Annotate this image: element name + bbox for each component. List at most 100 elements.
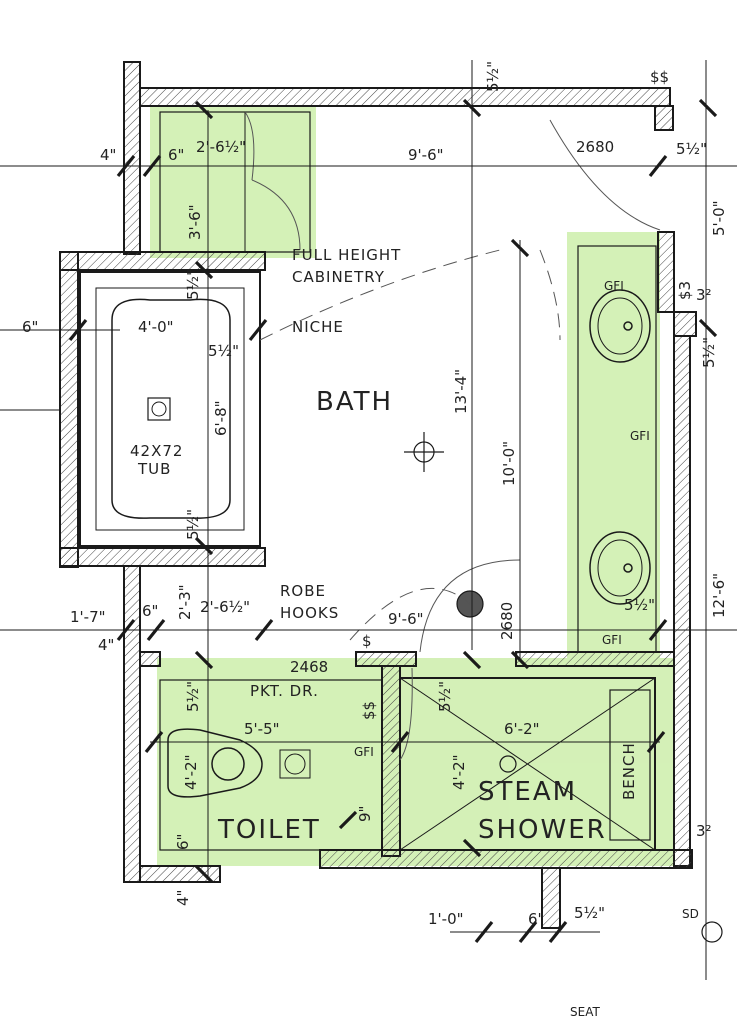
wall-mid-left [139, 651, 161, 667]
sink-upper [589, 289, 651, 363]
tick [68, 319, 88, 341]
note-gfi-1: GFI [604, 279, 624, 293]
tick [390, 731, 410, 753]
dim-1-7: 1'-7" [70, 608, 106, 626]
wall-bottom-mid [319, 849, 693, 869]
dim-4-bottom: 4" [174, 890, 192, 906]
tick [146, 619, 166, 641]
note-niche: NICHE [292, 318, 344, 336]
dim-6-toilet: 6" [174, 834, 192, 850]
toilet-room [159, 679, 383, 851]
swing-cab-2 [244, 111, 255, 181]
note-switch-3: $ [362, 632, 372, 650]
dimension-ticks [68, 98, 718, 943]
note-cabinetry-2: CABINETRY [292, 268, 385, 286]
wall-tub-top [59, 251, 266, 271]
sink-lower-inner [597, 539, 643, 597]
tick [254, 619, 274, 641]
wall-right-lower [673, 335, 691, 867]
tick [548, 921, 568, 943]
sink-lower [589, 531, 651, 605]
highlight-shower [385, 658, 673, 866]
dim-6-left: 6" [22, 318, 38, 336]
vanity-counter [577, 245, 657, 653]
dim-3-2-a: 3² [696, 286, 712, 304]
circuit-2 [539, 249, 561, 341]
note-gfi-2: GFI [630, 429, 650, 443]
tub-outer [79, 271, 261, 547]
dim-9: 9" [356, 806, 374, 822]
toilet-bowl [167, 728, 263, 798]
tick [698, 318, 718, 338]
tick [518, 921, 538, 943]
wall-tub-bottom [59, 547, 266, 567]
dim-3-6: 3'-6" [186, 204, 204, 240]
tick [462, 98, 482, 118]
cabinetry-box [159, 111, 311, 253]
tick [194, 650, 214, 670]
note-robe-2: HOOKS [280, 604, 339, 622]
shower-drain [499, 755, 517, 773]
note-gfi-4: GFI [354, 745, 374, 759]
tick [194, 536, 214, 556]
tick [462, 650, 482, 670]
room-steam: STEAM [478, 777, 577, 807]
bench [609, 689, 651, 841]
wall-tub-left [59, 251, 79, 568]
dim-6-mid: 6" [142, 602, 158, 620]
note-gfi-3: GFI [602, 633, 622, 647]
toilet-seat [211, 747, 245, 781]
dim-5-half-toilet: 5½" [184, 681, 202, 712]
sink-upper-drain [623, 321, 633, 331]
dim-5-half-r2: 5½" [700, 337, 718, 368]
wall-left-lower [123, 565, 141, 883]
dim-4-2-toilet: 4'-2" [182, 754, 200, 790]
tub-drain-circle [151, 401, 167, 417]
note-tub-2: TUB [137, 460, 171, 478]
note-door-2680-b: 2680 [498, 602, 516, 640]
tick [116, 619, 136, 641]
dim-5-half-mid: 5½" [208, 342, 239, 360]
swing-main [549, 119, 661, 231]
dim-4-2-shower: 4'-2" [450, 754, 468, 790]
room-bath: BATH [316, 387, 393, 417]
room-shower: SHOWER [478, 815, 607, 845]
tick [510, 650, 530, 670]
sink-lower-drain [623, 563, 633, 573]
circuit-1 [259, 249, 501, 341]
wall-top-right [654, 105, 674, 131]
tub-basin [111, 298, 231, 519]
tick [646, 731, 666, 753]
tick [648, 155, 668, 177]
highlight-toilet [157, 658, 387, 866]
dim-6-top: 6" [168, 146, 184, 164]
sink-upper-inner [597, 297, 643, 355]
tick [194, 260, 214, 280]
dim-5-half-vanity: 5½" [624, 596, 655, 614]
note-pocket-door: PKT. DR. [250, 682, 319, 700]
note-seat: SEAT [570, 1005, 600, 1019]
dimension-lines [0, 60, 737, 980]
highlight-zones [150, 106, 673, 866]
wall-mid-right [355, 651, 417, 667]
tick [248, 319, 268, 341]
room-outlines [159, 111, 657, 851]
shower-diag-2 [399, 677, 656, 851]
dim-12-6: 12'-6" [710, 573, 728, 618]
tick [194, 100, 214, 120]
tick [510, 238, 530, 258]
highlight-cabinetry [150, 106, 316, 258]
tick [144, 731, 164, 753]
dim-5-half-right: 5½" [676, 140, 707, 158]
tick [698, 98, 718, 118]
dim-5-half-bottom: 5½" [574, 904, 605, 922]
dim-9-6-top: 9'-6" [408, 146, 444, 164]
dim-5-half-top: 5½" [484, 61, 502, 92]
note-tub-1: 42X72 [130, 442, 183, 460]
dim-9-6-mid: 9'-6" [388, 610, 424, 628]
toilet-floor-drain-c [284, 753, 306, 775]
tick [648, 619, 668, 641]
tick [462, 838, 482, 858]
dim-6-2: 6'-2" [504, 720, 540, 738]
room-toilet: TOILET [217, 815, 321, 845]
